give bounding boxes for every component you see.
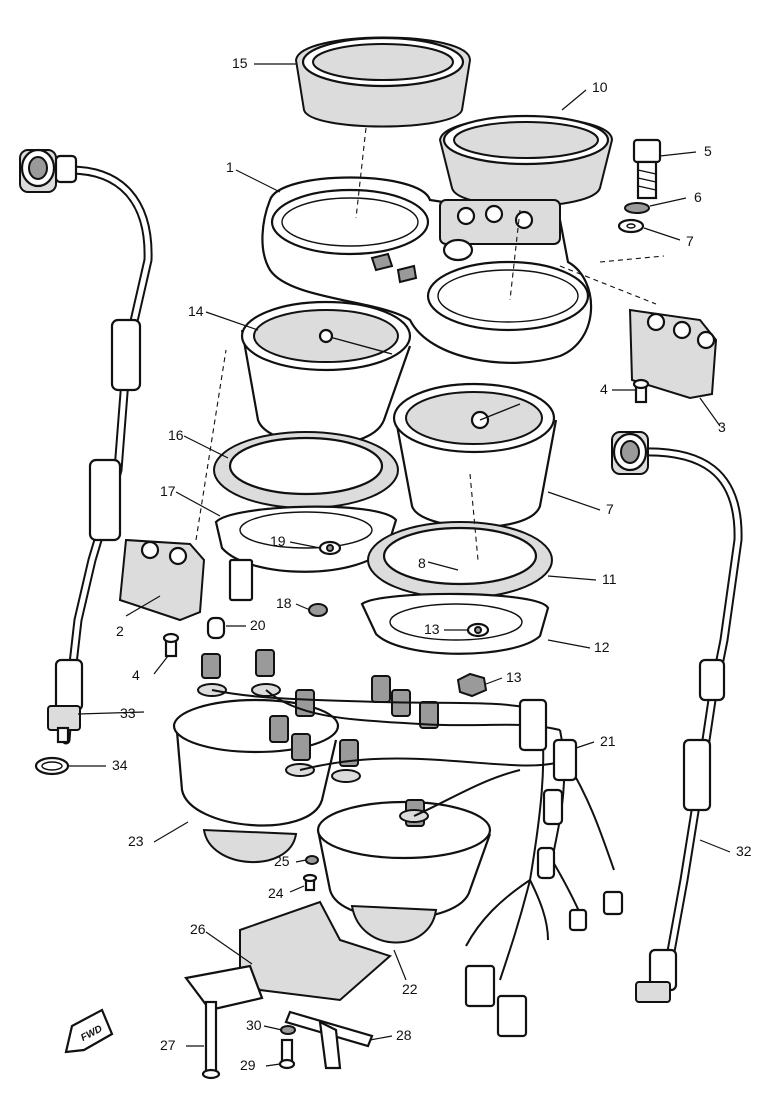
assembly-lines (195, 127, 665, 561)
label-4-right: 4 (600, 381, 608, 397)
label-12: 12 (594, 639, 610, 655)
part-23-lower-case (316, 800, 492, 944)
part-14-grommet (466, 622, 490, 638)
part-2-indicator-holder (118, 538, 206, 622)
label-6: 6 (694, 189, 702, 205)
label-10: 10 (592, 79, 608, 95)
part-6-lock-washer (624, 202, 650, 214)
label-23: 22 (402, 981, 418, 997)
part-5-bolt (632, 138, 662, 200)
fwd-arrow-icon: FWD (64, 1008, 114, 1054)
label-3: 3 (718, 419, 726, 435)
part-29-clamp (284, 1010, 374, 1070)
right-meter-cable (611, 431, 743, 1003)
label-33: 33 (120, 705, 136, 721)
label-22: 21 (600, 733, 616, 749)
label-21: 20 (250, 617, 266, 633)
part-27-bracket (184, 900, 392, 1012)
part-12-bracket (360, 592, 550, 655)
label-28: 27 (160, 1037, 176, 1053)
label-1: 1 (226, 159, 234, 175)
label-16: 15 (232, 55, 248, 71)
label-30: 29 (240, 1057, 256, 1073)
label-7: 7 (686, 233, 694, 249)
label-17: 16 (168, 427, 184, 443)
label-24: 23 (128, 833, 144, 849)
label-15: 14 (188, 303, 204, 319)
label-29: 28 (396, 1027, 412, 1043)
part-28-screw (201, 1000, 221, 1080)
part-26-washer (305, 855, 319, 865)
label-25: 24 (268, 885, 284, 901)
label-8: 7 (606, 501, 614, 517)
label-18: 17 (160, 483, 176, 499)
part-1-meter-housing (261, 176, 593, 364)
label-5: 5 (704, 143, 712, 159)
label-32: 32 (736, 843, 752, 859)
part-24-lower-case (172, 698, 340, 864)
part-4-screw-left (162, 632, 180, 658)
part-10-bezel (438, 114, 614, 207)
part-17-cushion (213, 431, 399, 509)
label-20: 19 (270, 533, 286, 549)
part-number-labels: 15 10 1 5 6 7 14 4 3 16 17 7 19 8 11 18 … (112, 55, 752, 1073)
part-13-nut (456, 672, 488, 698)
part-25-screw (302, 873, 318, 892)
part-20-grommet (318, 540, 342, 556)
label-31: 30 (246, 1017, 262, 1033)
part-31-washer (280, 1025, 296, 1035)
part-19-nut (308, 603, 328, 617)
part-7-washer (617, 218, 645, 234)
left-meter-cable (19, 148, 153, 745)
label-9: 8 (418, 555, 426, 571)
part-21-bulb (206, 616, 226, 640)
label-27: 26 (190, 921, 206, 937)
leader-lines (68, 63, 731, 1067)
part-16-bezel (294, 36, 472, 128)
label-4-left: 4 (132, 667, 140, 683)
label-2: 2 (116, 623, 124, 639)
part-34-ring (34, 756, 70, 776)
part-11-cushion (367, 521, 553, 599)
part-3-indicator-holder (628, 308, 718, 400)
part-22-wire-harness (211, 689, 624, 1038)
label-19: 18 (276, 595, 292, 611)
part-18-bracket (214, 505, 398, 602)
label-26: 25 (274, 853, 290, 869)
part-30-screw (278, 1038, 296, 1070)
label-14: 13 (424, 621, 440, 637)
part-8-tachometer (392, 382, 558, 575)
label-34: 34 (112, 757, 128, 773)
label-13: 13 (506, 669, 522, 685)
label-11: 11 (602, 571, 617, 587)
part-4-screw-right (632, 378, 650, 404)
